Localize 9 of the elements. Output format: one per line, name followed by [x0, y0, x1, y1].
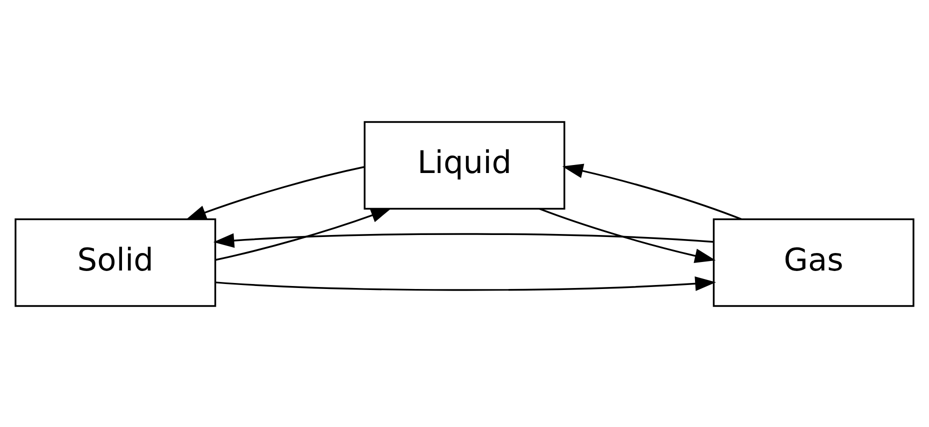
node-box: Gas	[712, 218, 914, 306]
arrow	[216, 207, 392, 260]
arrow	[539, 208, 716, 262]
arrow	[216, 276, 716, 290]
node-box: Solid	[14, 218, 216, 306]
arrow	[185, 166, 365, 220]
arrow	[562, 163, 742, 220]
arrow	[213, 232, 714, 248]
node-box: Liquid	[364, 120, 566, 210]
